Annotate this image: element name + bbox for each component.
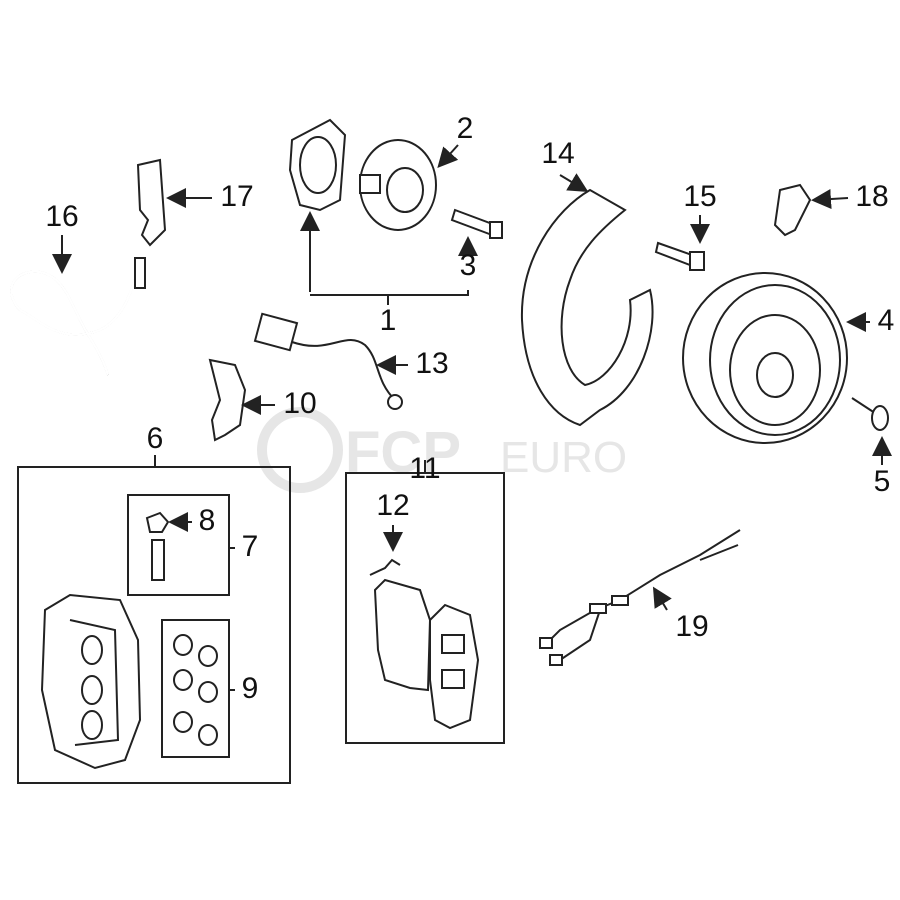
callout-17: 17 [220,180,253,213]
callout-5: 5 [874,465,891,498]
brake-rotor-part[interactable] [682,272,848,444]
wear-sensor-part[interactable] [253,312,403,410]
brake-caliper-part[interactable] [40,593,142,770]
callout-19: 19 [675,610,708,643]
callout-16: 16 [45,200,78,233]
seal-rings-part[interactable] [173,634,218,746]
callout-4: 4 [878,304,895,337]
callout-9: 9 [242,672,259,705]
callout-8: 8 [199,504,216,537]
callout-3: 3 [460,249,477,282]
guide-pin-part[interactable] [145,511,170,581]
callout-2: 2 [457,112,474,145]
wheel-bearing-part[interactable] [288,118,347,212]
callout-7: 7 [242,530,259,563]
rotor-screw-part[interactable] [851,397,889,431]
splash-shield-part[interactable] [520,188,654,427]
wheel-hub-part[interactable] [359,139,437,231]
pad-clip-part[interactable] [369,558,401,576]
callout-1: 1 [380,304,397,337]
seal-kit-box [161,619,230,758]
watermark-logo: FCP EURO [257,407,627,493]
hub-bolt-part[interactable] [450,208,503,239]
callout-18: 18 [855,180,888,213]
callout-labels: 1 2 3 4 5 6 7 8 9 10 11 12 13 14 15 16 1… [45,112,894,705]
svg-text:EURO: EURO [500,433,627,482]
svg-text:FCP: FCP [345,420,461,485]
abs-sensor-cable-part[interactable] [10,257,146,376]
callout-6: 6 [147,422,164,455]
brake-pad-part[interactable] [373,578,480,730]
bracket-part[interactable] [208,358,247,442]
shield-bolt-part[interactable] [654,241,705,271]
callout-15: 15 [683,180,716,213]
callout-12: 12 [376,489,409,522]
wear-sensor-harness-part[interactable] [539,529,741,666]
callout-13: 13 [415,347,448,380]
guide-pin-kit-box [127,494,230,596]
clip-part[interactable] [773,183,812,237]
callout-14: 14 [541,137,574,170]
callout-10: 10 [283,387,316,420]
callout-11: 11 [409,452,440,485]
sensor-bracket-part[interactable] [136,158,167,247]
